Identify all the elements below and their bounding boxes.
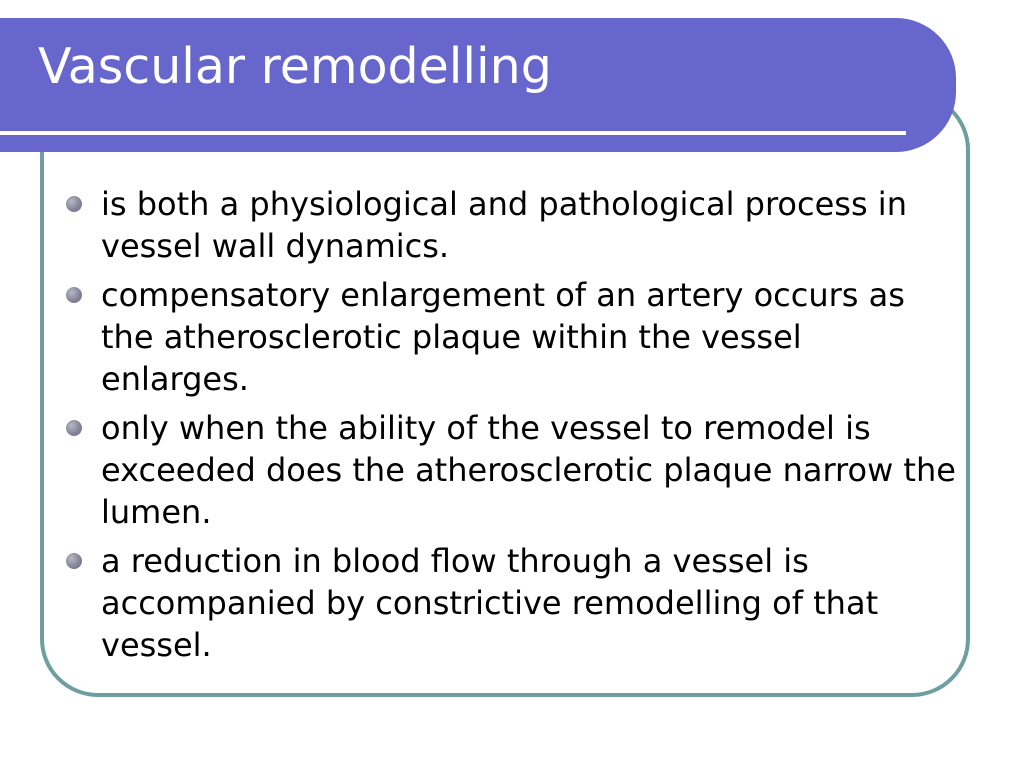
bullet-item: compensatory enlargement of an artery oc…: [66, 274, 956, 400]
content-frame: [40, 92, 970, 697]
title-band: Vascular remodelling: [0, 18, 956, 152]
bullet-list: is both a physiological and pathological…: [66, 183, 956, 673]
bullet-dot-icon: [66, 420, 82, 436]
bullet-dot-icon: [66, 196, 82, 212]
bullet-text: is both a physiological and pathological…: [101, 185, 907, 265]
bullet-text: compensatory enlargement of an artery oc…: [101, 276, 905, 398]
bullet-dot-icon: [66, 287, 82, 303]
slide-title: Vascular remodelling: [38, 38, 552, 95]
title-underline: [0, 131, 906, 135]
bullet-text: a reduction in blood flow through a vess…: [101, 542, 879, 664]
bullet-item: only when the ability of the vessel to r…: [66, 407, 956, 533]
bullet-text: only when the ability of the vessel to r…: [101, 409, 956, 531]
bullet-item: a reduction in blood flow through a vess…: [66, 540, 956, 666]
bullet-item: is both a physiological and pathological…: [66, 183, 956, 267]
bullet-dot-icon: [66, 553, 82, 569]
